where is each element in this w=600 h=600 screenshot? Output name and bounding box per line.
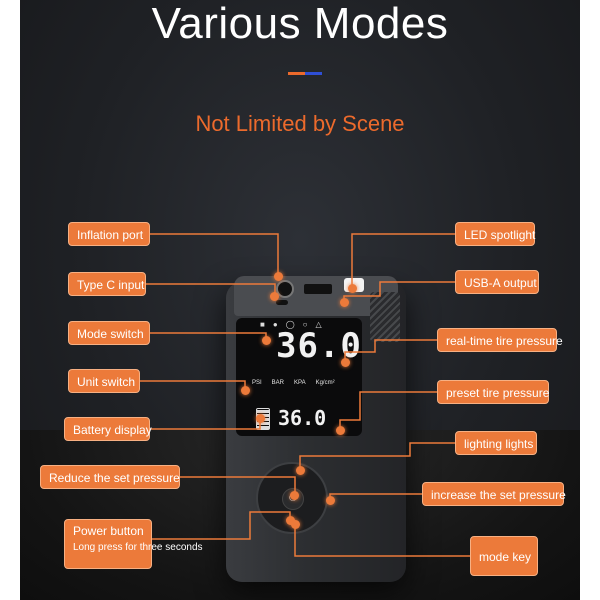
marker-unit-switch <box>241 386 250 395</box>
unit-labels: PSI BAR KPA Kg/cm² <box>252 380 335 386</box>
power-button-label: Power button <box>73 524 144 538</box>
power-button-note: Long press for three seconds <box>73 542 203 553</box>
mode-icons: ■ ● ◯ ○ △ <box>260 320 322 329</box>
callout-mode-key: mode key <box>470 536 538 576</box>
title-accent-bar <box>288 72 322 75</box>
callout-lighting-lights: lighting lights <box>455 431 537 455</box>
marker-battery <box>256 414 265 423</box>
marker-power <box>286 516 295 525</box>
callout-inflation-port: Inflation port <box>68 222 150 246</box>
car-icon: ■ <box>260 320 265 329</box>
marker-lighting <box>296 466 305 475</box>
bicycle-icon: ◯ <box>285 320 295 329</box>
marker-mode-switch <box>262 336 271 345</box>
marker-usb <box>340 298 349 307</box>
marker-increase <box>326 496 335 505</box>
unit-bar: BAR <box>271 380 285 386</box>
callout-reduce-pressure: Reduce the set pressure <box>40 465 180 489</box>
callout-type-c-input: Type C input <box>68 272 146 296</box>
marker-preset <box>336 426 345 435</box>
preset-pressure-readout: 36.0 <box>278 406 327 430</box>
unit-kgcm: Kg/cm² <box>315 380 335 386</box>
callout-usb-a-output: USB-A output <box>455 270 539 294</box>
page-subtitle: Not Limited by Scene <box>195 111 405 136</box>
motorcycle-icon: ● <box>272 320 278 329</box>
callout-preset-pressure: preset tire pressure <box>437 380 549 404</box>
unit-kpa: KPA <box>294 380 306 386</box>
usb-a-port-icon <box>304 284 332 294</box>
callout-battery-display: Battery display <box>64 417 152 441</box>
page-title: Various Modes <box>151 0 449 48</box>
marker-realtime <box>341 358 350 367</box>
inflation-port-icon <box>276 280 294 298</box>
unit-psi: PSI <box>252 380 262 386</box>
marker-led <box>348 284 357 293</box>
callout-power-button: Power button Long press for three second… <box>64 519 203 569</box>
warning-icon: △ <box>315 320 322 329</box>
callout-realtime-pressure: real-time tire pressure <box>437 328 563 352</box>
marker-type-c <box>270 292 279 301</box>
marker-reduce <box>290 491 299 500</box>
callout-unit-switch: Unit switch <box>68 369 140 393</box>
ball-icon: ○ <box>302 320 308 329</box>
air-vents <box>370 292 400 342</box>
callout-mode-switch: Mode switch <box>68 321 150 345</box>
type-c-port-icon <box>276 300 288 305</box>
callout-led-spotlight: LED spotlight <box>455 222 535 246</box>
tire-inflator-device: ■ ● ◯ ○ △ 36.0 PSI BAR KPA Kg/cm² 36.0 ⏻ <box>226 276 406 582</box>
marker-inflation-port <box>274 272 283 281</box>
callout-increase-pressure: increase the set pressure <box>422 482 566 506</box>
marker-mode-key <box>291 520 300 529</box>
